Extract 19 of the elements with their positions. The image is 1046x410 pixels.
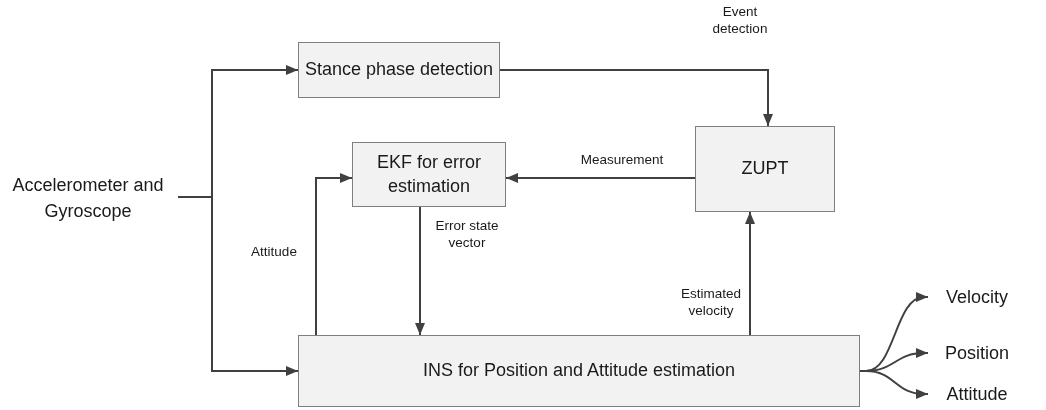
box-label: ZUPT [741, 157, 789, 181]
process-box [298, 335, 860, 407]
process-box [352, 142, 506, 207]
arrow [505, 173, 696, 183]
box-label: Stance phase detection [304, 58, 494, 82]
input-label: Accelerometer and Gyroscope [2, 156, 174, 240]
arrow [859, 370, 929, 399]
arrow [315, 173, 353, 336]
box-label: EKF for error estimation [376, 151, 482, 198]
output-label: Attitude [932, 381, 1022, 407]
arrow [415, 206, 425, 336]
output-label: Position [932, 340, 1022, 366]
arrow [745, 211, 755, 336]
arrow [499, 69, 773, 127]
arrow [177, 196, 299, 376]
box-label: INS for Position and Attitude estimation [422, 359, 736, 383]
output-label: Velocity [932, 284, 1022, 310]
process-box [298, 42, 500, 98]
process-box [695, 126, 835, 212]
